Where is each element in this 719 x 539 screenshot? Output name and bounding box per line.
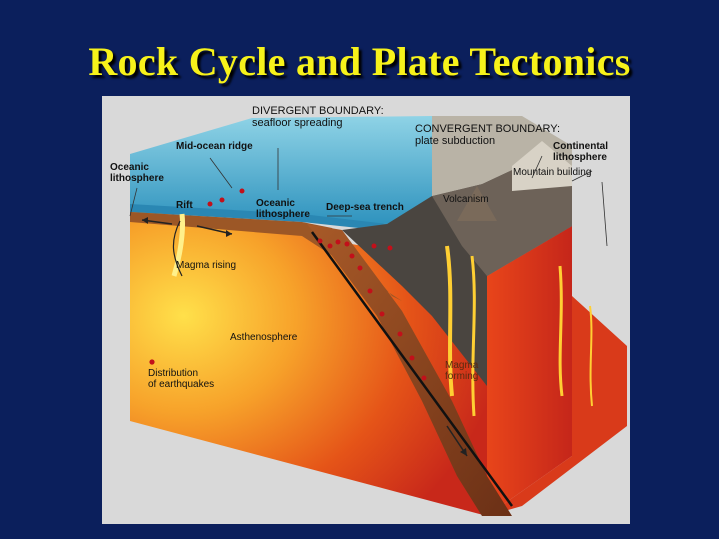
earthquake-dots (207, 188, 427, 381)
deep-sea-trench-label: Deep-sea trench (326, 202, 404, 213)
earthquake-legend-dot (149, 359, 155, 365)
continental-lithosphere-label-1: Continental (553, 141, 608, 152)
divergent-boundary-title: DIVERGENT BOUNDARY: (252, 105, 384, 117)
block-side-face (487, 226, 572, 516)
rift-label: Rift (176, 200, 193, 211)
magma-plume-2 (470, 255, 476, 417)
slab-boundary-line (310, 231, 514, 507)
mid-ocean-ridge-label: Mid-ocean ridge (176, 141, 253, 152)
magma-forming-label-1: Magma (445, 360, 479, 371)
mountain-building-label: Mountain building (513, 167, 592, 178)
oceanic-lithosphere-mid-label-2: lithosphere (256, 209, 310, 220)
slide-title: Rock Cycle and Plate Tectonics (88, 39, 631, 84)
earthquakes-legend-label-2: of earthquakes (148, 379, 215, 390)
magma-plume-4 (589, 305, 593, 407)
subducting-slab (307, 224, 512, 516)
magma-plume-1 (445, 245, 454, 397)
oceanic-lithosphere-left-label-2: lithosphere (110, 173, 164, 184)
block-diagram-illustration (129, 116, 627, 516)
divergent-boundary-subtitle: seafloor spreading (252, 117, 343, 129)
spreading-arrow-left-head (142, 217, 148, 224)
oceanic-lithosphere-mid-label-1: Oceanic (256, 198, 295, 209)
magma-rising-label: Magma rising (176, 260, 237, 271)
leader-lines (129, 148, 608, 247)
spreading-arrow-right-head (226, 230, 232, 237)
ocean-surface (130, 116, 432, 224)
continental-surface (432, 116, 572, 196)
convergent-boundary-subtitle: plate subduction (415, 135, 496, 147)
magma-forming-label-2: forming (445, 371, 479, 382)
subduction-arrow-head (460, 448, 467, 456)
oceanic-lithosphere-left-label-1: Oceanic (110, 162, 149, 173)
volcano (457, 186, 497, 221)
convergent-boundary-title: CONVERGENT BOUNDARY: (415, 123, 561, 135)
asthenosphere-mantle (130, 208, 487, 516)
continental-lithosphere-label-2: lithosphere (553, 152, 607, 163)
mountains (512, 141, 572, 191)
asthenosphere-label: Asthenosphere (230, 332, 298, 343)
volcanism-label: Volcanism (443, 194, 489, 205)
plate-tectonics-diagram: DIVERGENT BOUNDARY: seafloor spreading C… (102, 96, 630, 524)
rift-upwelling (171, 213, 185, 277)
magma-rising-arrow (172, 220, 183, 277)
ocean-water-front (130, 204, 387, 231)
earthquakes-legend-label-1: Distribution (148, 368, 199, 379)
magma-plume-3 (558, 265, 564, 397)
